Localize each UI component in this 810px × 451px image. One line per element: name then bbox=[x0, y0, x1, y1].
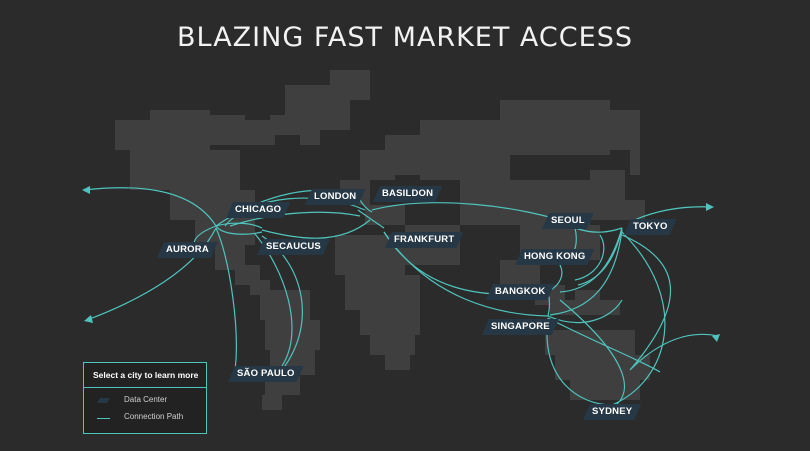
city-label-hong-kong[interactable]: HONG KONG bbox=[515, 249, 594, 265]
city-label-basildon[interactable]: BASILDON bbox=[373, 186, 442, 202]
legend-divider bbox=[84, 387, 206, 388]
city-label-frankfurt[interactable]: FRANKFURT bbox=[385, 232, 463, 248]
city-label-aurora[interactable]: AURORA bbox=[157, 242, 218, 258]
land-region bbox=[575, 290, 600, 300]
arrowhead bbox=[706, 203, 714, 211]
land-region bbox=[385, 355, 410, 370]
connection-path bbox=[559, 299, 626, 409]
land-region bbox=[625, 200, 645, 220]
connection-path bbox=[357, 209, 385, 229]
land-region bbox=[130, 150, 240, 190]
land-region bbox=[345, 275, 420, 310]
city-label-singapore[interactable]: SINGAPORE bbox=[482, 319, 559, 335]
connection-path bbox=[83, 187, 217, 227]
land-region bbox=[262, 395, 282, 410]
land-region bbox=[630, 150, 640, 175]
land-region bbox=[590, 170, 625, 220]
connection-path bbox=[547, 317, 661, 373]
arrowhead bbox=[82, 186, 90, 194]
city-label-sao-paulo[interactable]: SÃO PAULO bbox=[228, 366, 304, 382]
arrowhead bbox=[84, 315, 93, 323]
city-label-london[interactable]: LONDON bbox=[305, 189, 365, 205]
land-region bbox=[545, 330, 635, 355]
connection-path bbox=[229, 211, 361, 227]
connection-path bbox=[611, 231, 666, 406]
land-region bbox=[330, 70, 370, 100]
arrowhead bbox=[712, 334, 720, 342]
land-region bbox=[360, 310, 420, 335]
land-region bbox=[370, 335, 415, 355]
connection-path bbox=[574, 227, 623, 233]
land-region bbox=[555, 355, 650, 380]
connection-path bbox=[621, 234, 719, 371]
land-region bbox=[150, 110, 210, 150]
connection-path bbox=[215, 227, 237, 371]
city-label-sydney[interactable]: SYDNEY bbox=[583, 404, 641, 420]
legend-title: Select a city to learn more bbox=[93, 370, 199, 380]
city-label-seoul[interactable]: SEOUL bbox=[542, 213, 594, 229]
connection-path bbox=[574, 234, 605, 281]
data-center-swatch-icon bbox=[97, 398, 110, 403]
city-label-tokyo[interactable]: TOKYO bbox=[624, 219, 677, 235]
connection-path bbox=[559, 227, 623, 293]
land-region bbox=[385, 135, 425, 175]
connection-path bbox=[383, 231, 549, 317]
map-legend: Select a city to learn more Data Center … bbox=[83, 362, 207, 434]
connection-path bbox=[549, 229, 623, 316]
legend-connection-path-label: Connection Path bbox=[124, 412, 184, 421]
city-label-chicago[interactable]: CHICAGO bbox=[226, 202, 290, 218]
city-label-secaucus[interactable]: SECAUCUS bbox=[257, 239, 330, 255]
land-region bbox=[500, 100, 610, 155]
connection-path bbox=[546, 317, 613, 406]
connection-path bbox=[261, 219, 371, 239]
land-region bbox=[365, 205, 405, 225]
land-region bbox=[205, 115, 245, 145]
city-label-bangkok[interactable]: BANGKOK bbox=[486, 284, 554, 300]
land-region bbox=[420, 120, 510, 180]
legend-data-center-label: Data Center bbox=[124, 395, 168, 404]
connection-path bbox=[215, 225, 263, 235]
land-region bbox=[600, 110, 640, 150]
connection-path-swatch-icon bbox=[97, 418, 110, 419]
page-title: BLAZING FAST MARKET ACCESS bbox=[177, 22, 633, 53]
connection-path bbox=[629, 206, 713, 223]
